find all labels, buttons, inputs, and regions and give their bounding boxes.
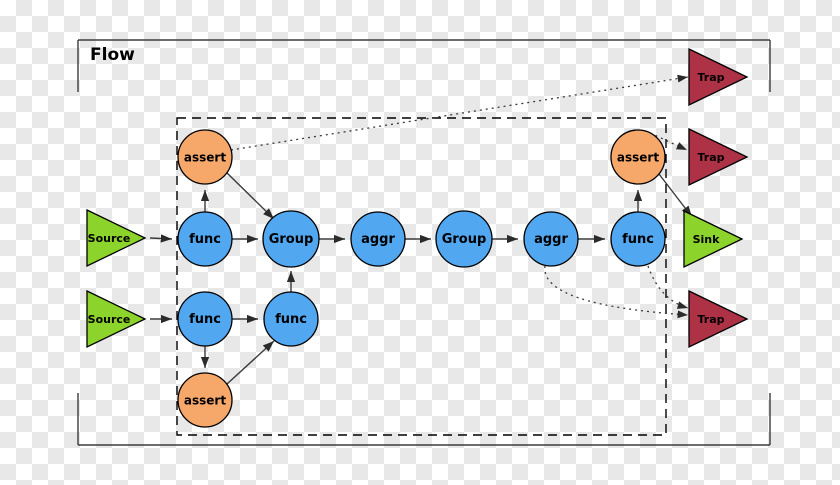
node-shape-triangle xyxy=(683,209,744,269)
node-shape-triangle xyxy=(688,289,749,349)
node-label-assert1: assert xyxy=(184,151,226,165)
node-label-sink1: Sink xyxy=(693,233,721,246)
node-shape-triangle xyxy=(86,208,147,268)
node-aggr1[interactable]: aggr xyxy=(350,211,406,267)
flow-frame xyxy=(77,39,771,446)
node-shape-circle xyxy=(610,211,666,267)
node-shape-circle xyxy=(177,372,233,428)
node-shape-circle xyxy=(263,291,319,347)
node-label-assert2: assert xyxy=(184,394,226,408)
node-label-func1: func xyxy=(189,232,221,247)
node-func4[interactable]: func xyxy=(610,211,666,267)
node-shape-circle xyxy=(523,211,579,267)
node-func1[interactable]: func xyxy=(177,211,233,267)
node-source1[interactable]: Source xyxy=(86,208,147,268)
node-shape-triangle xyxy=(688,127,749,187)
node-shape-circle xyxy=(177,211,233,267)
node-label-trap3: Trap xyxy=(697,313,724,326)
node-label-assert3: assert xyxy=(617,151,659,165)
node-shape-circle xyxy=(262,210,320,268)
node-trap1[interactable]: Trap xyxy=(688,47,749,107)
node-label-trap2: Trap xyxy=(697,151,724,164)
node-label-trap1: Trap xyxy=(697,71,724,84)
node-shape-circle xyxy=(177,291,233,347)
node-group2[interactable]: Group xyxy=(435,210,493,268)
edge-func4-to-trap3 xyxy=(647,265,689,309)
node-shape-circle xyxy=(350,211,406,267)
node-trap3[interactable]: Trap xyxy=(688,289,749,349)
node-trap2[interactable]: Trap xyxy=(688,127,749,187)
flow-title-label: Flow xyxy=(90,45,135,65)
node-shape-circle xyxy=(610,129,666,185)
dashed-subgraph-box xyxy=(176,117,667,436)
dashed-group-rect xyxy=(176,117,667,436)
node-label-func2: func xyxy=(189,312,221,327)
node-assert2[interactable]: assert xyxy=(177,372,233,428)
node-shape-triangle xyxy=(86,289,147,349)
node-label-func3: func xyxy=(275,312,307,327)
node-assert3[interactable]: assert xyxy=(610,129,666,185)
node-label-source2: Source xyxy=(88,313,131,326)
node-label-aggr1: aggr xyxy=(361,232,395,247)
node-shape-circle xyxy=(177,129,233,185)
node-label-source1: Source xyxy=(88,232,131,245)
edge-source1-to-func1 xyxy=(149,234,173,243)
edge-layer xyxy=(149,74,693,385)
node-label-func4: func xyxy=(622,232,654,247)
node-aggr2[interactable]: aggr xyxy=(523,211,579,267)
node-func2[interactable]: func xyxy=(177,291,233,347)
node-label-aggr2: aggr xyxy=(534,232,568,247)
node-shape-circle xyxy=(435,210,493,268)
node-sink1[interactable]: Sink xyxy=(683,209,744,269)
node-assert1[interactable]: assert xyxy=(177,129,233,185)
edge-aggr2-to-trap3 xyxy=(544,265,689,319)
edge-assert1-to-trap1 xyxy=(230,74,689,151)
node-label-group1: Group xyxy=(269,232,314,247)
edge-assert1-to-group1 xyxy=(226,172,275,220)
edge-assert3-to-sink1 xyxy=(658,173,693,218)
edge-assert3-to-trap2 xyxy=(649,132,688,151)
node-layer: SourceSourcefuncfuncassertassertfuncGrou… xyxy=(86,47,749,428)
node-label-group2: Group xyxy=(442,232,487,247)
node-group1[interactable]: Group xyxy=(262,210,320,268)
node-source2[interactable]: Source xyxy=(86,289,147,349)
node-func3[interactable]: func xyxy=(263,291,319,347)
edge-assert2-to-func3 xyxy=(226,340,275,385)
node-shape-triangle xyxy=(688,47,749,107)
